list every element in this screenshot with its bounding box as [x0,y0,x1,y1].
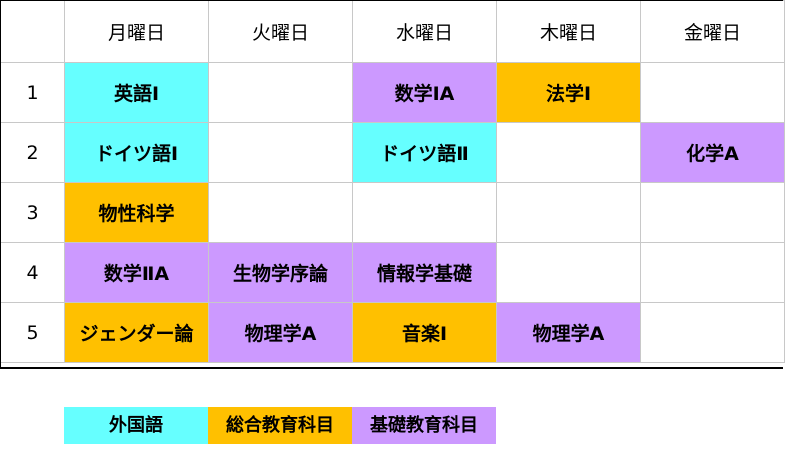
course-cell[interactable]: 法学Ⅰ [496,62,641,123]
period-number: 5 [0,302,65,363]
course-cell[interactable]: ドイツ語Ⅱ [352,122,497,183]
header-row: 月曜日 火曜日 水曜日 木曜日 金曜日 [0,0,785,63]
corner-cell [0,0,65,63]
period-row: 4 数学ⅡA 生物学序論 情報学基礎 [0,242,785,303]
course-cell[interactable]: 生物学序論 [208,242,353,303]
course-cell[interactable] [496,182,641,243]
course-cell[interactable]: ドイツ語Ⅰ [64,122,209,183]
course-cell[interactable]: 化学A [640,122,785,183]
period-number: 2 [0,122,65,183]
course-cell[interactable] [208,62,353,123]
course-cell[interactable]: 英語Ⅰ [64,62,209,123]
course-cell[interactable] [496,242,641,303]
course-cell[interactable] [208,182,353,243]
day-header-friday: 金曜日 [640,0,785,63]
day-header-wednesday: 水曜日 [352,0,497,63]
legend-foreign-language: 外国語 [64,407,208,444]
period-number: 4 [0,242,65,303]
day-header-monday: 月曜日 [64,0,209,63]
period-row: 2 ドイツ語Ⅰ ドイツ語Ⅱ 化学A [0,122,785,183]
course-cell[interactable]: 音楽Ⅰ [352,302,497,363]
course-cell[interactable]: 物性科学 [64,182,209,243]
day-header-tuesday: 火曜日 [208,0,353,63]
course-cell[interactable] [496,122,641,183]
course-cell[interactable]: 数学ⅠA [352,62,497,123]
timetable: 月曜日 火曜日 水曜日 木曜日 金曜日 1 英語Ⅰ 数学ⅠA 法学Ⅰ 2 ドイツ… [0,0,785,363]
course-cell[interactable]: 情報学基礎 [352,242,497,303]
legend: 外国語 総合教育科目 基礎教育科目 [64,407,496,444]
period-row: 1 英語Ⅰ 数学ⅠA 法学Ⅰ [0,62,785,123]
course-cell[interactable]: 数学ⅡA [64,242,209,303]
course-cell[interactable]: ジェンダー論 [64,302,209,363]
legend-basic-education: 基礎教育科目 [352,407,496,444]
period-row: 3 物性科学 [0,182,785,243]
course-cell[interactable] [208,122,353,183]
course-cell[interactable] [352,182,497,243]
period-number: 3 [0,182,65,243]
course-cell[interactable] [640,62,785,123]
course-cell[interactable] [640,242,785,303]
legend-general-education: 総合教育科目 [208,407,352,444]
course-cell[interactable] [640,182,785,243]
course-cell[interactable]: 物理学A [496,302,641,363]
course-cell[interactable]: 物理学A [208,302,353,363]
period-number: 1 [0,62,65,123]
period-row: 5 ジェンダー論 物理学A 音楽Ⅰ 物理学A [0,302,785,363]
day-header-thursday: 木曜日 [496,0,641,63]
course-cell[interactable] [640,302,785,363]
